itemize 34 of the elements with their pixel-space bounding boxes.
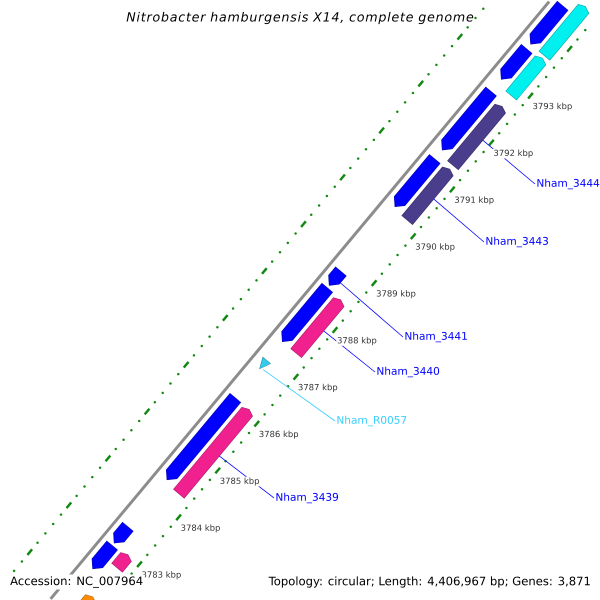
scale-label: 3789 kbp: [375, 289, 417, 299]
trna-marker: [259, 356, 271, 370]
gene-label: Nham_3440: [377, 366, 440, 378]
scale-label: 3793 kbp: [532, 102, 573, 112]
gene-label: Nham_3439: [276, 492, 338, 504]
scale-label: 3787 kbp: [297, 383, 338, 393]
scale-label: 3790 kbp: [414, 242, 456, 252]
gene-segment: [394, 154, 441, 207]
gene-segment: [530, 0, 568, 44]
gene-segment: [281, 282, 334, 342]
title: Nitrobacter hamburgensis X14, complete genome: [126, 12, 474, 24]
gene-label: Nham_R0057: [337, 416, 406, 426]
scale-label: 3785 kbp: [219, 476, 260, 486]
scale-label: 3786 kbp: [258, 430, 300, 440]
leader-line: [340, 282, 404, 338]
gene-segment: [92, 540, 118, 570]
leader-line: [262, 369, 336, 422]
gene-segment: [328, 266, 347, 286]
gene-label: Nham_3443: [486, 236, 548, 248]
gene-label: Nham_3441: [405, 332, 467, 342]
scale-label: 3784 kbp: [180, 524, 222, 534]
scale-label: 3792 kbp: [492, 148, 534, 158]
leader-line: [433, 198, 484, 242]
gene-segment: [79, 594, 97, 600]
gene-segment: [441, 86, 497, 150]
gene-segment: [111, 552, 132, 573]
accession-text: Accession: NC_007964: [8, 574, 145, 590]
gene-segment: [500, 44, 532, 80]
scale-label: 3788 kbp: [336, 336, 378, 346]
leader-line: [323, 330, 376, 372]
scale-label: 3791 kbp: [454, 196, 495, 206]
gene-segment: [113, 522, 134, 544]
gene-label: Nham_3444: [537, 178, 600, 190]
summary-text: Topology: circular; Length: 4,406,967 bp; Genes: 3,871: [266, 574, 593, 590]
